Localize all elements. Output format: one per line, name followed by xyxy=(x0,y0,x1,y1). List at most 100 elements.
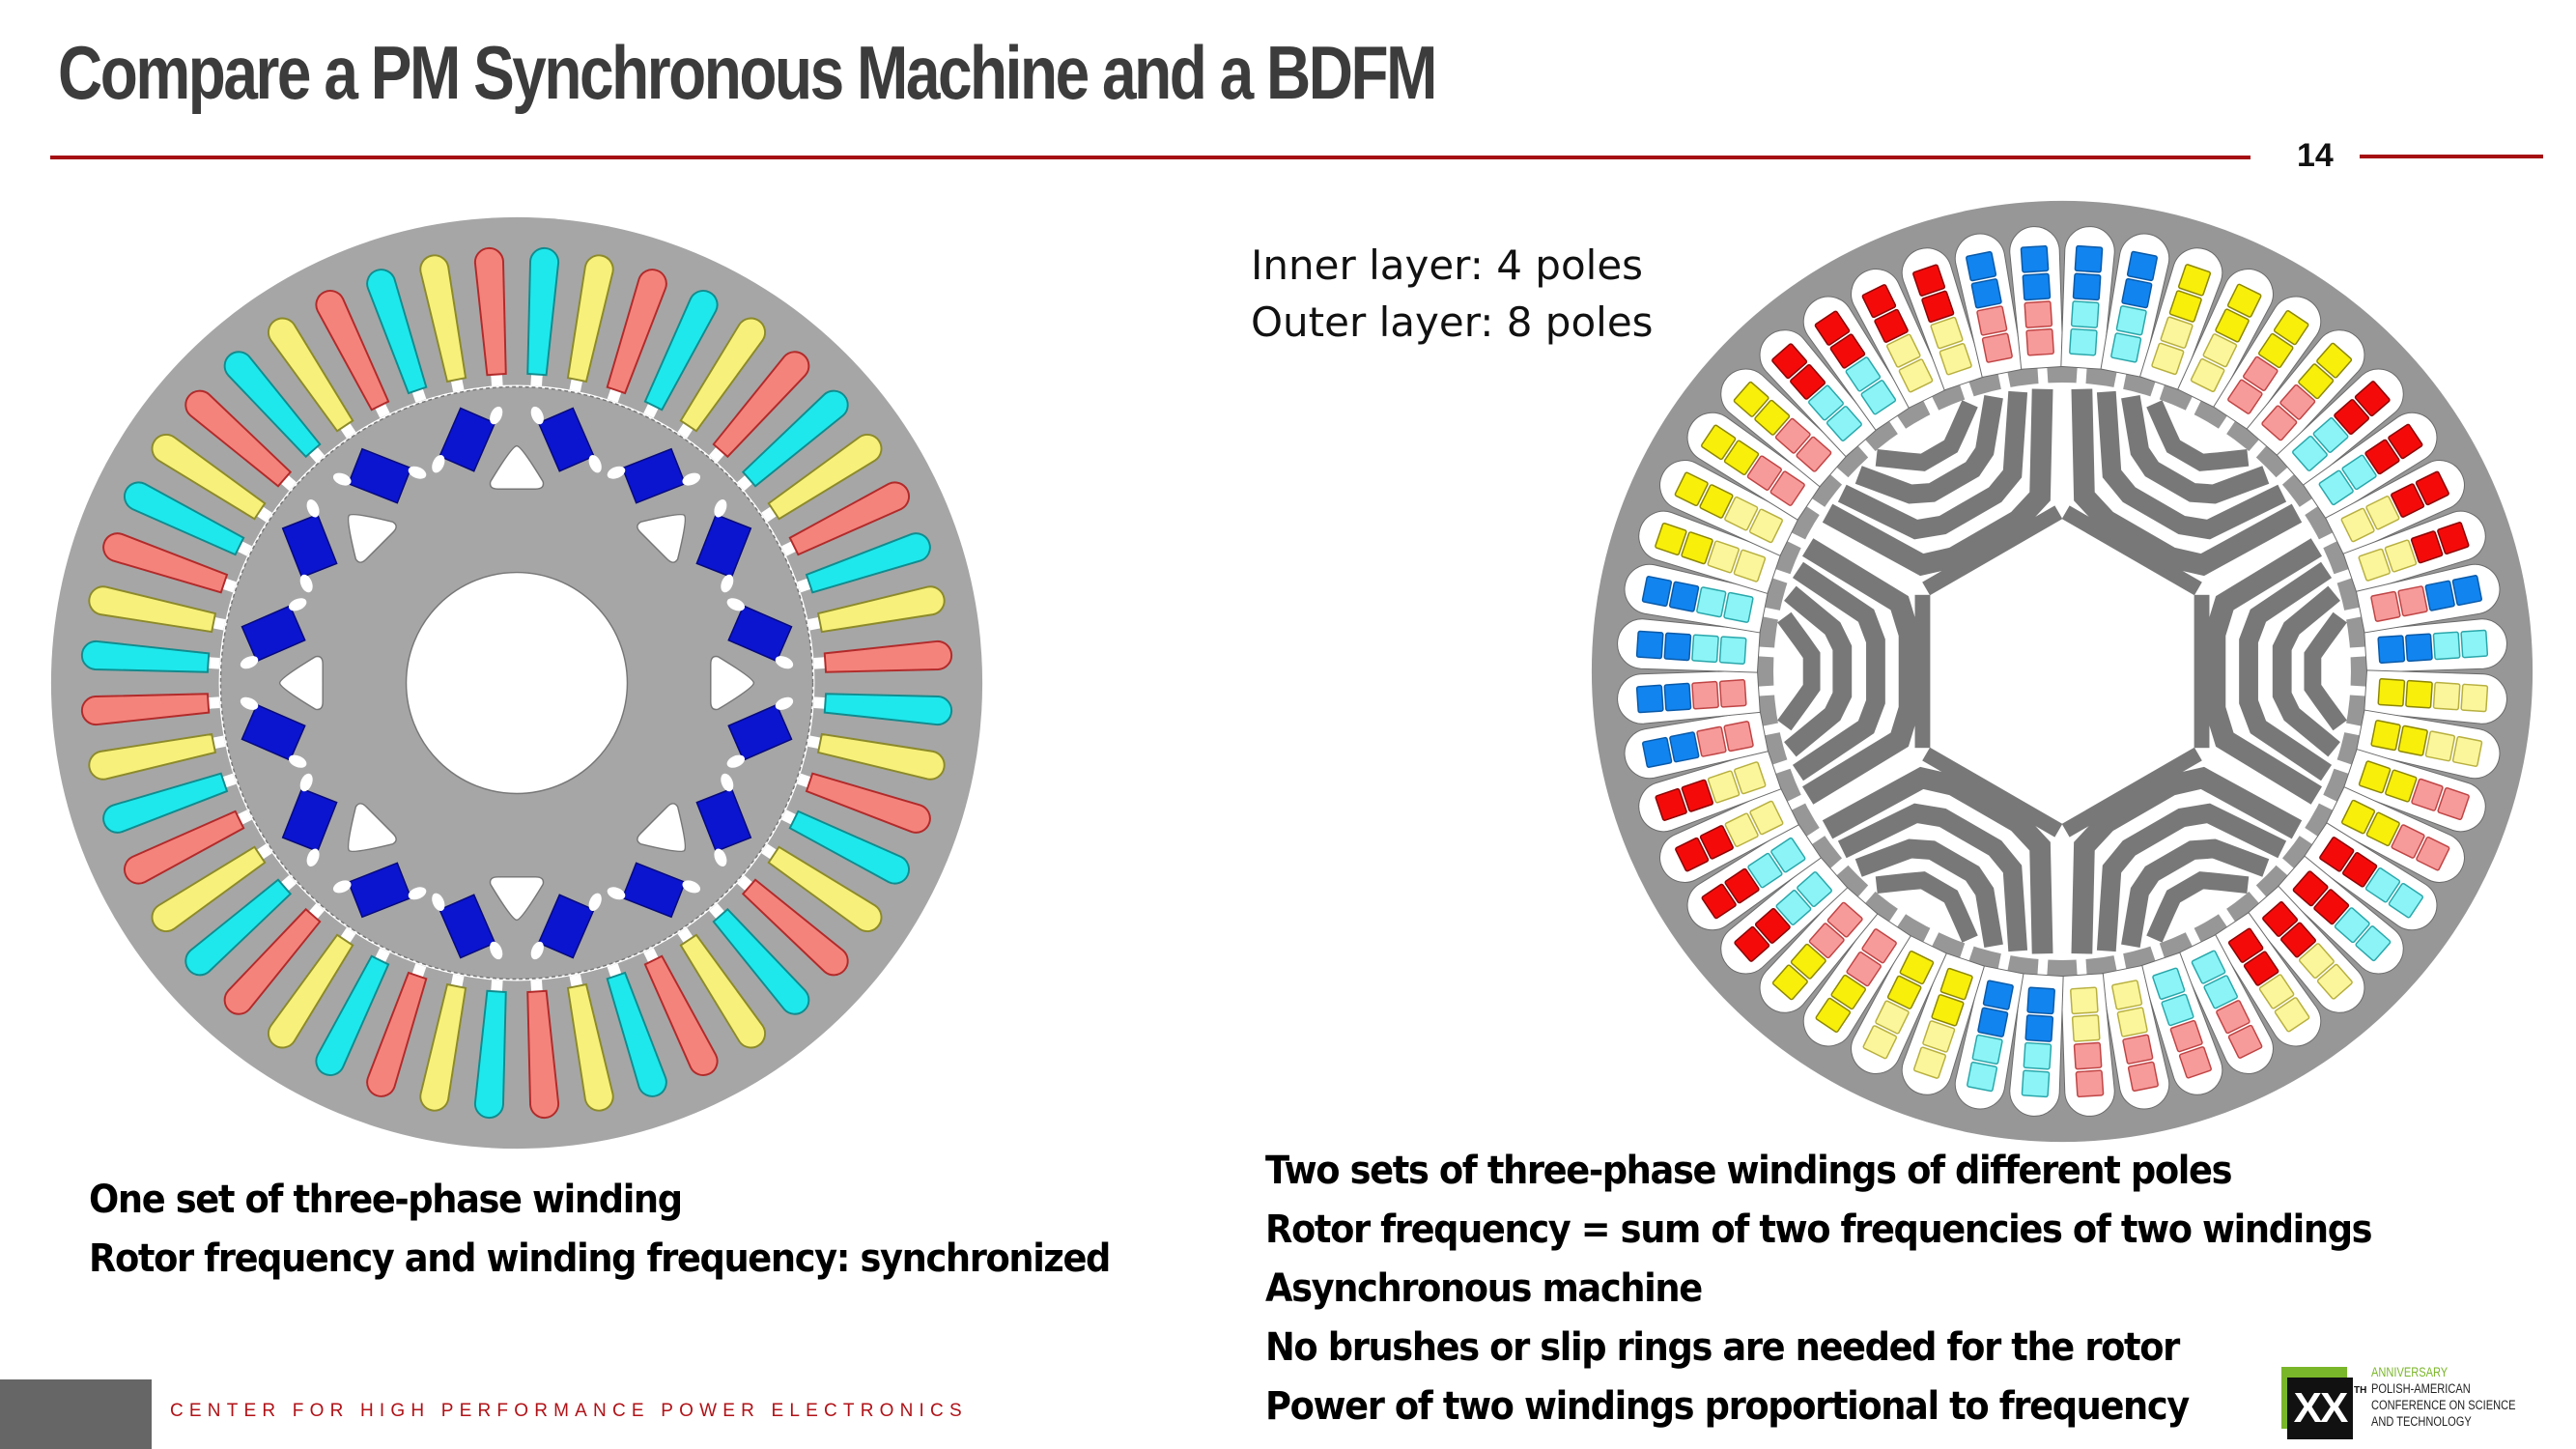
magnet-group xyxy=(726,696,794,768)
coil-conductor xyxy=(2292,870,2329,907)
flux-barrier xyxy=(288,598,307,611)
stator-slot xyxy=(1759,884,1879,1013)
inner-layer-label: Inner layer: 4 poles xyxy=(1251,242,1644,289)
coil-conductor xyxy=(1681,531,1713,565)
rotor-loop xyxy=(2096,390,2287,540)
coil-conductor xyxy=(1674,471,1709,507)
rotor-end-bar xyxy=(2061,505,2202,596)
coil-conductor xyxy=(1829,333,1866,369)
coil-conductor xyxy=(1815,997,1852,1033)
winding-coil xyxy=(315,954,390,1076)
rotor-loop xyxy=(2071,766,2303,954)
coil-conductor xyxy=(2292,435,2328,471)
stator-slot xyxy=(1954,233,2024,391)
stator-slot xyxy=(2317,460,2465,556)
rotor-loop xyxy=(2304,611,2347,731)
stator-slot xyxy=(1686,412,1826,521)
logo-text: ANNIVERSARY POLISH-AMERICAN CONFERENCE O… xyxy=(2371,1364,2515,1430)
conference-logo: XX TH ANNIVERSARY POLISH-AMERICAN CONFER… xyxy=(2281,1362,2571,1439)
coil-conductor xyxy=(2072,272,2102,301)
rotor-hole xyxy=(278,655,324,711)
coil-conductor xyxy=(2190,357,2225,392)
slot-opening xyxy=(2248,440,2267,459)
stator-slot xyxy=(2060,957,2115,1117)
coil-conductor xyxy=(2365,811,2400,847)
stator-slot xyxy=(2009,957,2064,1117)
stator-slot xyxy=(566,254,614,392)
flux-barrier xyxy=(306,848,320,867)
coil-conductor xyxy=(2334,907,2370,944)
stator-slot xyxy=(761,433,883,523)
coil-conductor xyxy=(2023,1041,2052,1070)
coil-conductor xyxy=(2437,787,2470,821)
magnet-group xyxy=(607,447,701,504)
rotor-loop xyxy=(1822,766,2053,954)
coil-conductor xyxy=(2025,327,2054,356)
rotor-hole-group xyxy=(637,513,687,563)
winding-coil xyxy=(788,481,910,556)
stator-slot xyxy=(2332,510,2486,595)
coil-conductor xyxy=(2358,548,2391,582)
winding-coil xyxy=(184,878,293,977)
stator-slot xyxy=(2332,748,2486,833)
coil-conductor xyxy=(2334,399,2370,436)
air-gap xyxy=(1773,383,2351,960)
stator-slot xyxy=(643,290,719,418)
slide-title: Compare a PM Synchronous Machine and a B… xyxy=(58,30,1437,115)
permanent-magnet xyxy=(621,862,687,919)
coil-conductor xyxy=(1826,901,1863,938)
coil-conductor xyxy=(2273,310,2309,346)
coil-conductor xyxy=(1724,812,1759,847)
winding-coil xyxy=(643,954,719,1076)
winding-coil xyxy=(80,639,211,673)
stator-slot xyxy=(1686,822,1826,931)
coil-conductor xyxy=(1898,358,1934,393)
coil-conductor xyxy=(1976,305,2008,336)
stator-slot xyxy=(1954,952,2024,1110)
coil-conductor xyxy=(1635,630,1664,660)
coil-conductor xyxy=(2116,1007,2148,1037)
slot-opening xyxy=(2037,957,2049,976)
coil-conductor xyxy=(1723,721,1754,753)
coil-conductor xyxy=(2415,470,2449,506)
magnet-group xyxy=(695,773,752,867)
rotor-hole-group xyxy=(347,803,397,853)
rotor-hole-group xyxy=(489,444,545,490)
rotor-nest xyxy=(2061,388,2303,596)
coil-conductor xyxy=(2070,300,2100,328)
coil-conductor xyxy=(1862,1025,1898,1060)
slot-opening xyxy=(2184,396,2201,416)
stator-slot xyxy=(124,810,252,885)
stator-slot xyxy=(80,693,220,726)
flux-barrier xyxy=(588,454,602,473)
coil-conductor xyxy=(1754,907,1791,944)
coil-conductor xyxy=(2160,316,2194,349)
coil-conductor xyxy=(2121,277,2153,309)
stator-slot xyxy=(88,585,226,634)
rotor-loop xyxy=(2121,838,2270,948)
stator-slot xyxy=(2177,926,2274,1074)
winding-coil xyxy=(366,971,428,1097)
coil-conductor xyxy=(2405,679,2433,709)
coil-conductor xyxy=(1771,343,1808,380)
pm-notes: One set of three-phase winding Rotor fre… xyxy=(89,1171,1111,1289)
stator-slot xyxy=(88,732,226,781)
stator-slot xyxy=(2009,226,2064,385)
coil-conductor xyxy=(1723,591,1754,623)
slot-opening xyxy=(2348,685,2366,696)
winding-coil xyxy=(643,290,719,412)
rotor-end-bar xyxy=(1922,505,2063,596)
coil-conductor xyxy=(2313,889,2350,925)
title-divider-right xyxy=(2360,155,2543,158)
coil-conductor xyxy=(1718,636,1747,665)
coil-conductor xyxy=(2397,585,2428,617)
coil-conductor xyxy=(2358,760,2392,794)
stator-slot xyxy=(124,481,252,556)
flux-barrier xyxy=(682,472,701,486)
slot-opening xyxy=(1787,532,1807,550)
coil-conductor xyxy=(2451,735,2483,767)
coil-conductor xyxy=(1691,680,1719,710)
coil-conductor xyxy=(2391,483,2425,518)
slot-opening xyxy=(2342,607,2362,620)
stator-slot xyxy=(2213,907,2322,1047)
